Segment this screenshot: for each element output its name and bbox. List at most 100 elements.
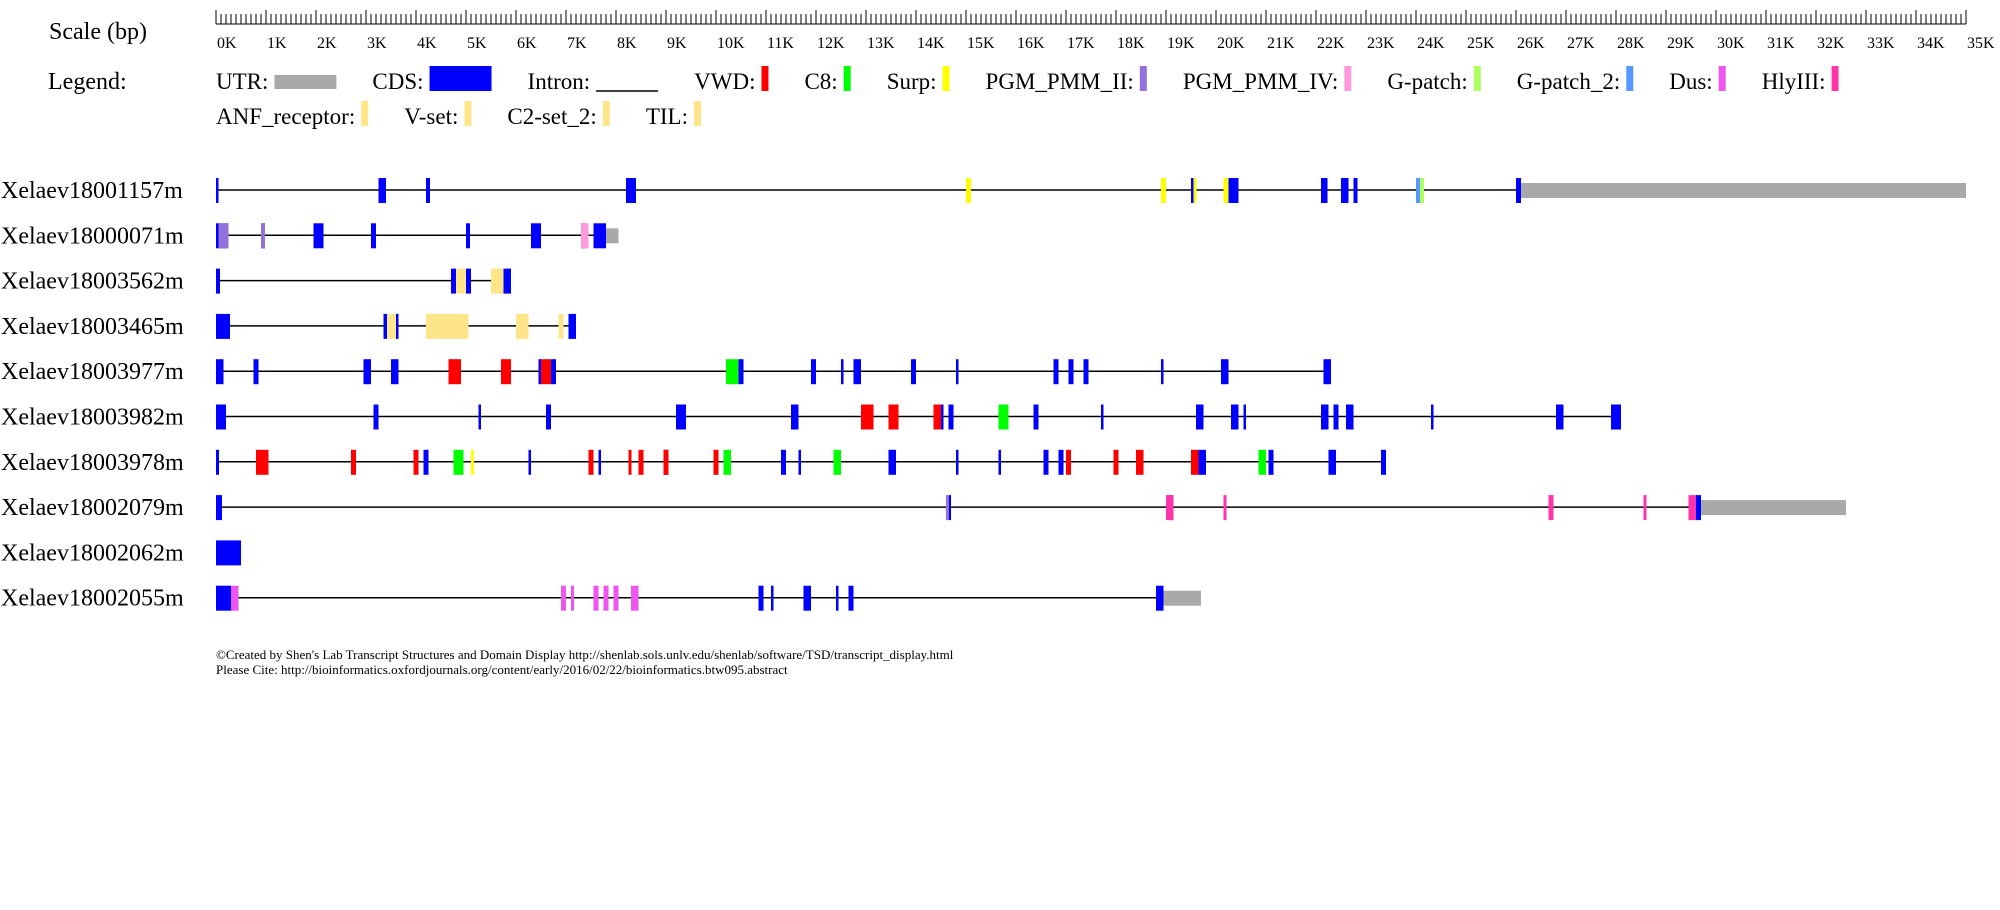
cds-exon <box>956 359 959 385</box>
scale-tick-label: 22K <box>1317 35 1345 52</box>
transcript-name: Xelaev18003977m <box>1 359 184 385</box>
legend-label: Legend: <box>48 69 127 95</box>
domain-block <box>448 359 461 385</box>
scale-tick-label: 31K <box>1767 35 1795 52</box>
domain-block <box>581 223 589 249</box>
cds-exon <box>391 359 399 385</box>
scale-tick-label: 17K <box>1067 35 1095 52</box>
cds-exon <box>216 404 226 430</box>
domain-block <box>628 449 632 475</box>
cds-exon <box>836 585 839 611</box>
transcript-name: Xelaev18003562m <box>1 269 184 295</box>
legend-item: HlyIII: <box>1762 66 1839 94</box>
cds-exon <box>1196 404 1204 430</box>
domain-block <box>1193 178 1197 203</box>
cds-exon <box>811 359 816 385</box>
cds-exon <box>1696 495 1701 521</box>
scale-tick-label: 29K <box>1667 35 1695 52</box>
cds-exon <box>1053 359 1059 385</box>
transcript-row: Xelaev18003982m <box>1 404 1621 431</box>
scale-tick-label: 8K <box>617 35 637 52</box>
scale-tick-label: 13K <box>867 35 895 52</box>
legend-domain-swatch <box>1626 66 1634 91</box>
domain-block <box>561 585 566 611</box>
cds-exon <box>1083 359 1089 385</box>
legend-item-label: C8: <box>804 69 837 94</box>
legend-item: UTR: <box>216 69 337 94</box>
cds-exon <box>216 268 220 294</box>
domain-block <box>713 449 719 475</box>
legend-item: Surp: <box>887 66 950 94</box>
legend-item-label: UTR: <box>216 69 268 94</box>
domain-block <box>1223 178 1229 203</box>
cds-exon <box>998 449 1001 475</box>
domain-block <box>1688 495 1696 521</box>
cds-exon <box>371 223 376 249</box>
legend-item: VWD: <box>694 66 769 94</box>
cds-exon <box>1058 449 1064 475</box>
transcript-row: Xelaev18002062m <box>1 540 241 566</box>
domain-block <box>933 404 941 430</box>
transcript-list: Xelaev18001157mXelaev18000071mXelaev1800… <box>1 178 1966 612</box>
cds-exon <box>426 178 430 203</box>
domain-block <box>723 449 731 475</box>
cds-exon <box>378 178 386 203</box>
cds-exon <box>798 449 801 475</box>
domain-block <box>1643 495 1647 521</box>
cds-exon <box>423 449 429 475</box>
domain-block <box>1420 178 1424 203</box>
legend-domain-swatch <box>1344 66 1352 91</box>
cds-exon <box>1516 178 1521 203</box>
cds-exon <box>216 540 241 566</box>
cds-exon <box>1346 404 1354 430</box>
legend-domain-swatch <box>361 101 369 126</box>
legend-item-label: Intron: <box>528 69 591 94</box>
scale-tick-label: 4K <box>417 35 437 52</box>
cds-exon <box>676 404 686 430</box>
scale-tick-label: 6K <box>517 35 537 52</box>
legend-item-label: CDS: <box>372 69 423 94</box>
cds-exon <box>396 313 399 339</box>
scale-tick-label: 20K <box>1217 35 1245 52</box>
cds-exon <box>1556 404 1564 430</box>
cds-exon <box>531 223 541 249</box>
cds-exon <box>1611 404 1621 430</box>
domain-block <box>256 449 269 475</box>
cds-exon <box>1431 404 1434 430</box>
scale-tick-label: 7K <box>567 35 587 52</box>
cds-exon <box>1033 404 1039 430</box>
domain-block <box>1223 495 1227 521</box>
scale-tick-label: 23K <box>1367 35 1395 52</box>
domain-block <box>261 223 265 249</box>
legend-utr-swatch <box>274 75 337 89</box>
domain-block <box>663 449 669 475</box>
scale-tick-label: 24K <box>1417 35 1445 52</box>
legend-domain-swatch <box>602 101 610 126</box>
cds-exon <box>478 404 481 430</box>
cds-exon <box>466 268 471 294</box>
scale-tick-label: 11K <box>767 35 794 52</box>
legend-item: Dus: <box>1669 66 1726 94</box>
scale-tick-label: 18K <box>1117 35 1145 52</box>
scale-tick-label: 10K <box>717 35 745 52</box>
cds-exon <box>363 359 371 385</box>
scale-tick-label: 3K <box>367 35 387 52</box>
transcript-name: Xelaev18002055m <box>1 586 184 612</box>
cds-exon <box>383 313 387 339</box>
domain-block <box>638 449 644 475</box>
legend-domain-swatch <box>1718 66 1726 91</box>
cds-exon <box>1198 449 1206 475</box>
legend-item: PGM_PMM_IV: <box>1183 66 1352 94</box>
cds-exon <box>853 359 861 385</box>
cds-exon <box>911 359 916 385</box>
domain-block <box>453 449 464 475</box>
legend-item-label: Surp: <box>887 69 937 94</box>
domain-block <box>1066 449 1071 475</box>
cds-exon <box>216 359 224 385</box>
cds-exon <box>451 268 456 294</box>
domain-block <box>1161 178 1166 203</box>
cds-exon <box>1321 404 1329 430</box>
scale-tick-label: 26K <box>1517 35 1545 52</box>
cds-exon <box>1221 359 1229 385</box>
legend-item: ANF_receptor: <box>216 101 369 129</box>
